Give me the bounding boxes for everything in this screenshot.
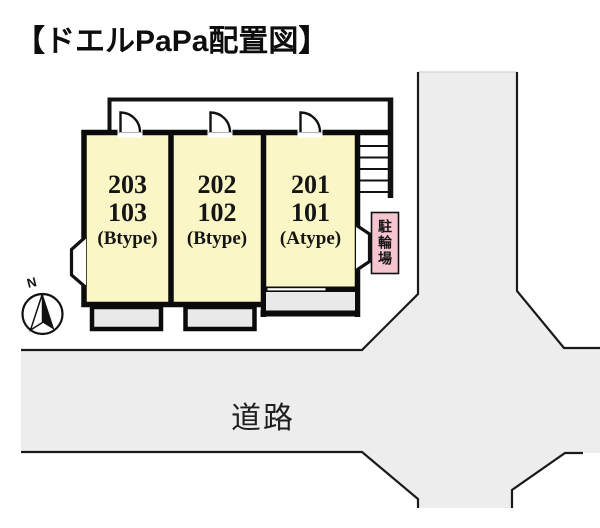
- unit-203-room: [86, 135, 169, 302]
- unit-201-terrace-edge: [260, 310, 360, 317]
- unit-201-upper-number: 201: [291, 170, 330, 199]
- entry-door-201: [299, 111, 322, 133]
- entry-door-202: [209, 111, 232, 133]
- road-edge-lines: [21, 72, 600, 508]
- unit-202-room: [173, 135, 261, 302]
- bicycle-parking-label: 駐輪場: [377, 219, 393, 267]
- unit-label-203: 203 103 (Btype): [86, 171, 169, 250]
- unit-203-type: (Btype): [97, 228, 158, 249]
- bay-window-left-fill: [71, 236, 86, 288]
- building-walls: [81, 129, 391, 317]
- unit-203-upper-number: 203: [108, 170, 147, 199]
- unit-202-lower-number: 102: [197, 198, 237, 227]
- unit-201-terrace: [266, 292, 355, 311]
- unit-203-lower-number: 103: [108, 198, 147, 227]
- unit-202-upper-number: 202: [197, 170, 237, 199]
- unit-201-room: [266, 135, 355, 287]
- stair-treads: [360, 145, 388, 193]
- unit-label-202: 202 102 (Btype): [173, 171, 261, 250]
- bay-window-right: [355, 223, 372, 272]
- unit-201-type: (Atype): [279, 228, 342, 249]
- road-label: 道路: [231, 402, 295, 435]
- corridor-outline: [107, 97, 391, 130]
- unit-201-window-gap: [267, 288, 326, 291]
- unit-202-type: (Btype): [186, 228, 248, 249]
- bay-window-right-fill: [356, 225, 370, 271]
- porch-203: [89, 304, 164, 332]
- entry-door-203: [119, 111, 142, 133]
- unit-201-lower-number: 101: [291, 198, 330, 227]
- compass-needle-west: [29, 293, 44, 332]
- porch-202: [183, 304, 257, 332]
- bicycle-parking-box: [370, 211, 400, 275]
- unit-label-201: 201 101 (Atype): [265, 171, 356, 250]
- road-surface: [21, 72, 600, 508]
- compass-needle-east: [42, 293, 55, 330]
- bay-window-left: [69, 235, 88, 289]
- page-title: 【ドエルPaPa配置図】: [15, 25, 329, 58]
